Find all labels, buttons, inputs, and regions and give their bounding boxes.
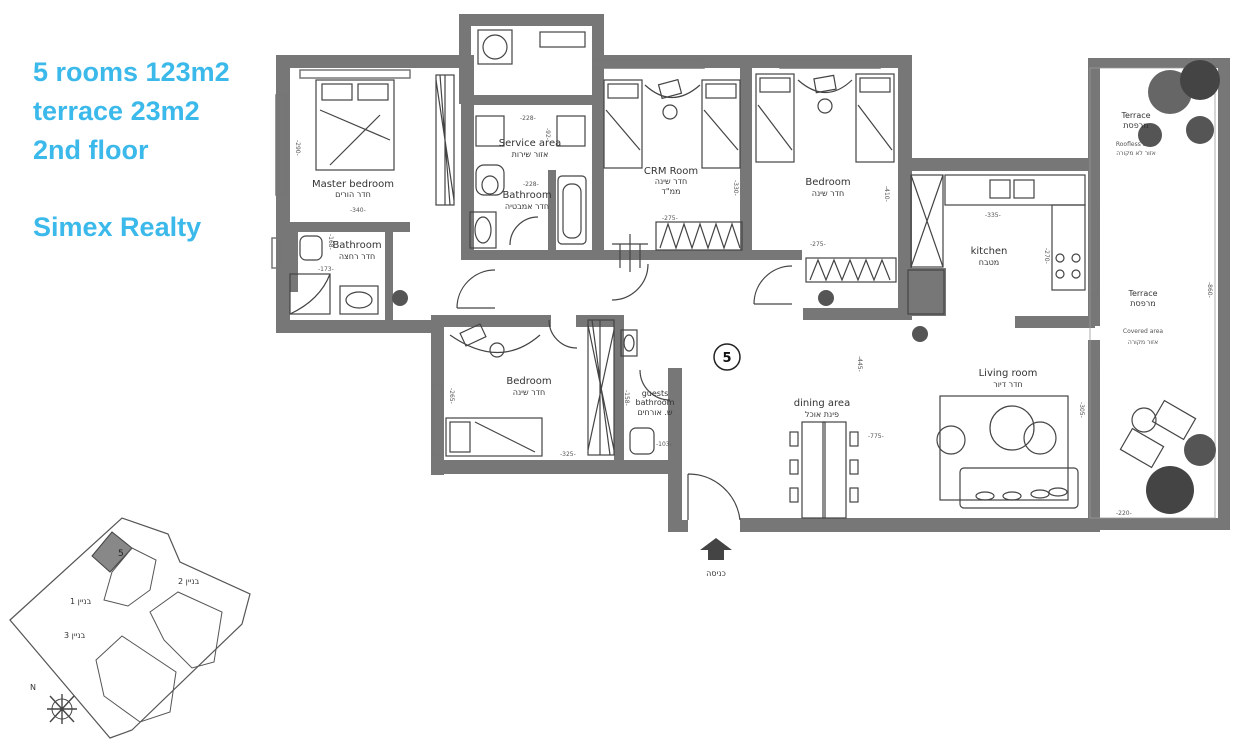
- kitchen-counters: [907, 174, 1086, 315]
- site-unit-number: 5: [118, 549, 124, 559]
- dim-92: -92-: [544, 128, 551, 140]
- label-dining-area-he: פינת אוכל: [805, 410, 839, 419]
- label-terrace-main: Terrace: [1127, 289, 1157, 298]
- headline-floor: 2nd floor: [33, 135, 149, 165]
- dim-270: -270-: [1043, 248, 1050, 264]
- dim-325: -325-: [560, 451, 576, 458]
- dim-103: -103-: [656, 441, 672, 448]
- dim-860: -860-: [1206, 282, 1213, 298]
- label-crm-room-he2: ממ"ד: [662, 187, 681, 196]
- label-crm-room: CRM Room: [644, 166, 698, 177]
- label-covered-area-he: אזור מקורה: [1128, 339, 1158, 346]
- doors: [456, 216, 793, 521]
- label-master-bedroom-he: חדר הורים: [335, 190, 371, 199]
- label-bathroom-master: Bathroom: [332, 240, 381, 251]
- compass-icon: [47, 694, 77, 724]
- master-bed: [315, 79, 395, 171]
- dim-168: -168-: [327, 234, 334, 250]
- label-bedroom-lower: Bedroom: [506, 376, 551, 387]
- master-wardrobe: [435, 74, 455, 206]
- dim-265: -265-: [448, 388, 455, 404]
- dim-228b: -228-: [523, 181, 539, 188]
- label-guests-bathroom: bathroom: [636, 398, 675, 407]
- label-service-area-he: אזור שירות: [512, 150, 549, 159]
- entrance-label: כניסה: [706, 569, 726, 578]
- dim-220: -220-: [1116, 510, 1132, 517]
- label-service-area: Service area: [499, 138, 561, 149]
- label-bathroom-he: חדר אמבטיה: [505, 202, 549, 211]
- site-building-1-label: בניין 1: [70, 597, 92, 606]
- walls: [276, 14, 1230, 532]
- dining-table: [789, 421, 859, 519]
- label-covered-area: Covered area: [1123, 328, 1164, 335]
- label-kitchen-he: מטבח: [979, 258, 999, 267]
- label-bedroom-top: Bedroom: [805, 177, 850, 188]
- label-terrace-top-he: מרפסת: [1123, 121, 1148, 130]
- headline-rooms: 5 rooms 123m2: [33, 57, 230, 87]
- site-plan: 5 בניין 1 בניין 2 בניין 3 N: [9, 517, 251, 739]
- dim-775: -775-: [868, 433, 884, 440]
- label-roofless-area-he: אזור לא מקורה: [1116, 150, 1156, 157]
- dim-330: -330-: [732, 180, 739, 196]
- label-bedroom-top-he: חדר שינה: [812, 189, 845, 198]
- north-label: N: [30, 683, 36, 692]
- label-roofless-area: Roofless area: [1116, 141, 1157, 148]
- label-terrace-main-he: מרפסת: [1130, 299, 1155, 308]
- label-living-room: Living room: [979, 368, 1038, 379]
- dim-275a: -275-: [662, 215, 678, 222]
- label-crm-room-he: חדר שינה: [655, 177, 688, 186]
- label-master-bedroom: Master bedroom: [312, 179, 394, 190]
- guest-bathroom-fixtures: [620, 329, 655, 455]
- living-room-furniture: [936, 395, 1079, 509]
- label-bathroom: Bathroom: [502, 190, 551, 201]
- label-living-room-he: חדר דיור: [993, 380, 1023, 389]
- label-dining-area: dining area: [794, 398, 850, 409]
- site-building-2: [149, 591, 223, 669]
- label-bedroom-lower-he: חדר שינה: [513, 388, 546, 397]
- unit-number-circle: [713, 343, 741, 371]
- windows: [271, 59, 1216, 519]
- entrance-arrow-icon: [700, 538, 732, 560]
- dim-158: -158-: [623, 390, 630, 406]
- site-unit-5-block: [91, 531, 133, 573]
- site-building-2-label: בניין 2: [178, 577, 200, 586]
- label-guests-bathroom-he: ש. אורחים: [637, 408, 672, 417]
- headline-terrace: terrace 23m2: [33, 96, 200, 126]
- dim-335: -335-: [985, 212, 1001, 219]
- dim-275b: -275-: [810, 241, 826, 248]
- dim-228a: -228-: [520, 115, 536, 122]
- label-guests: guests: [642, 389, 669, 398]
- terrace-furniture: [1119, 399, 1197, 469]
- dim-173: -173-: [318, 266, 334, 273]
- label-terrace-top: Terrace: [1120, 111, 1150, 120]
- washer-dryer: [475, 29, 586, 147]
- top-bedroom-beds: [755, 73, 897, 283]
- site-building-3: [95, 635, 177, 723]
- dim-445: -445-: [856, 356, 863, 372]
- lower-bedroom-furniture: [445, 319, 615, 457]
- company-name: Simex Realty: [33, 212, 202, 242]
- service-bathroom-fixtures: [469, 164, 587, 249]
- dim-410: -410-: [883, 186, 890, 202]
- unit-number: 5: [722, 351, 731, 366]
- site-building-1: [103, 547, 157, 607]
- bathroom-fixtures-master: [289, 235, 379, 315]
- dim-305: -305-: [1078, 402, 1085, 418]
- site-building-3-label: בניין 3: [64, 631, 86, 640]
- plants: [392, 60, 1220, 514]
- dim-340: -340-: [350, 207, 366, 214]
- crm-room-beds: [603, 78, 743, 272]
- label-bathroom-master-he: חדר רחצה: [339, 252, 375, 261]
- dim-290: -290-: [294, 140, 301, 156]
- label-kitchen: kitchen: [971, 246, 1008, 257]
